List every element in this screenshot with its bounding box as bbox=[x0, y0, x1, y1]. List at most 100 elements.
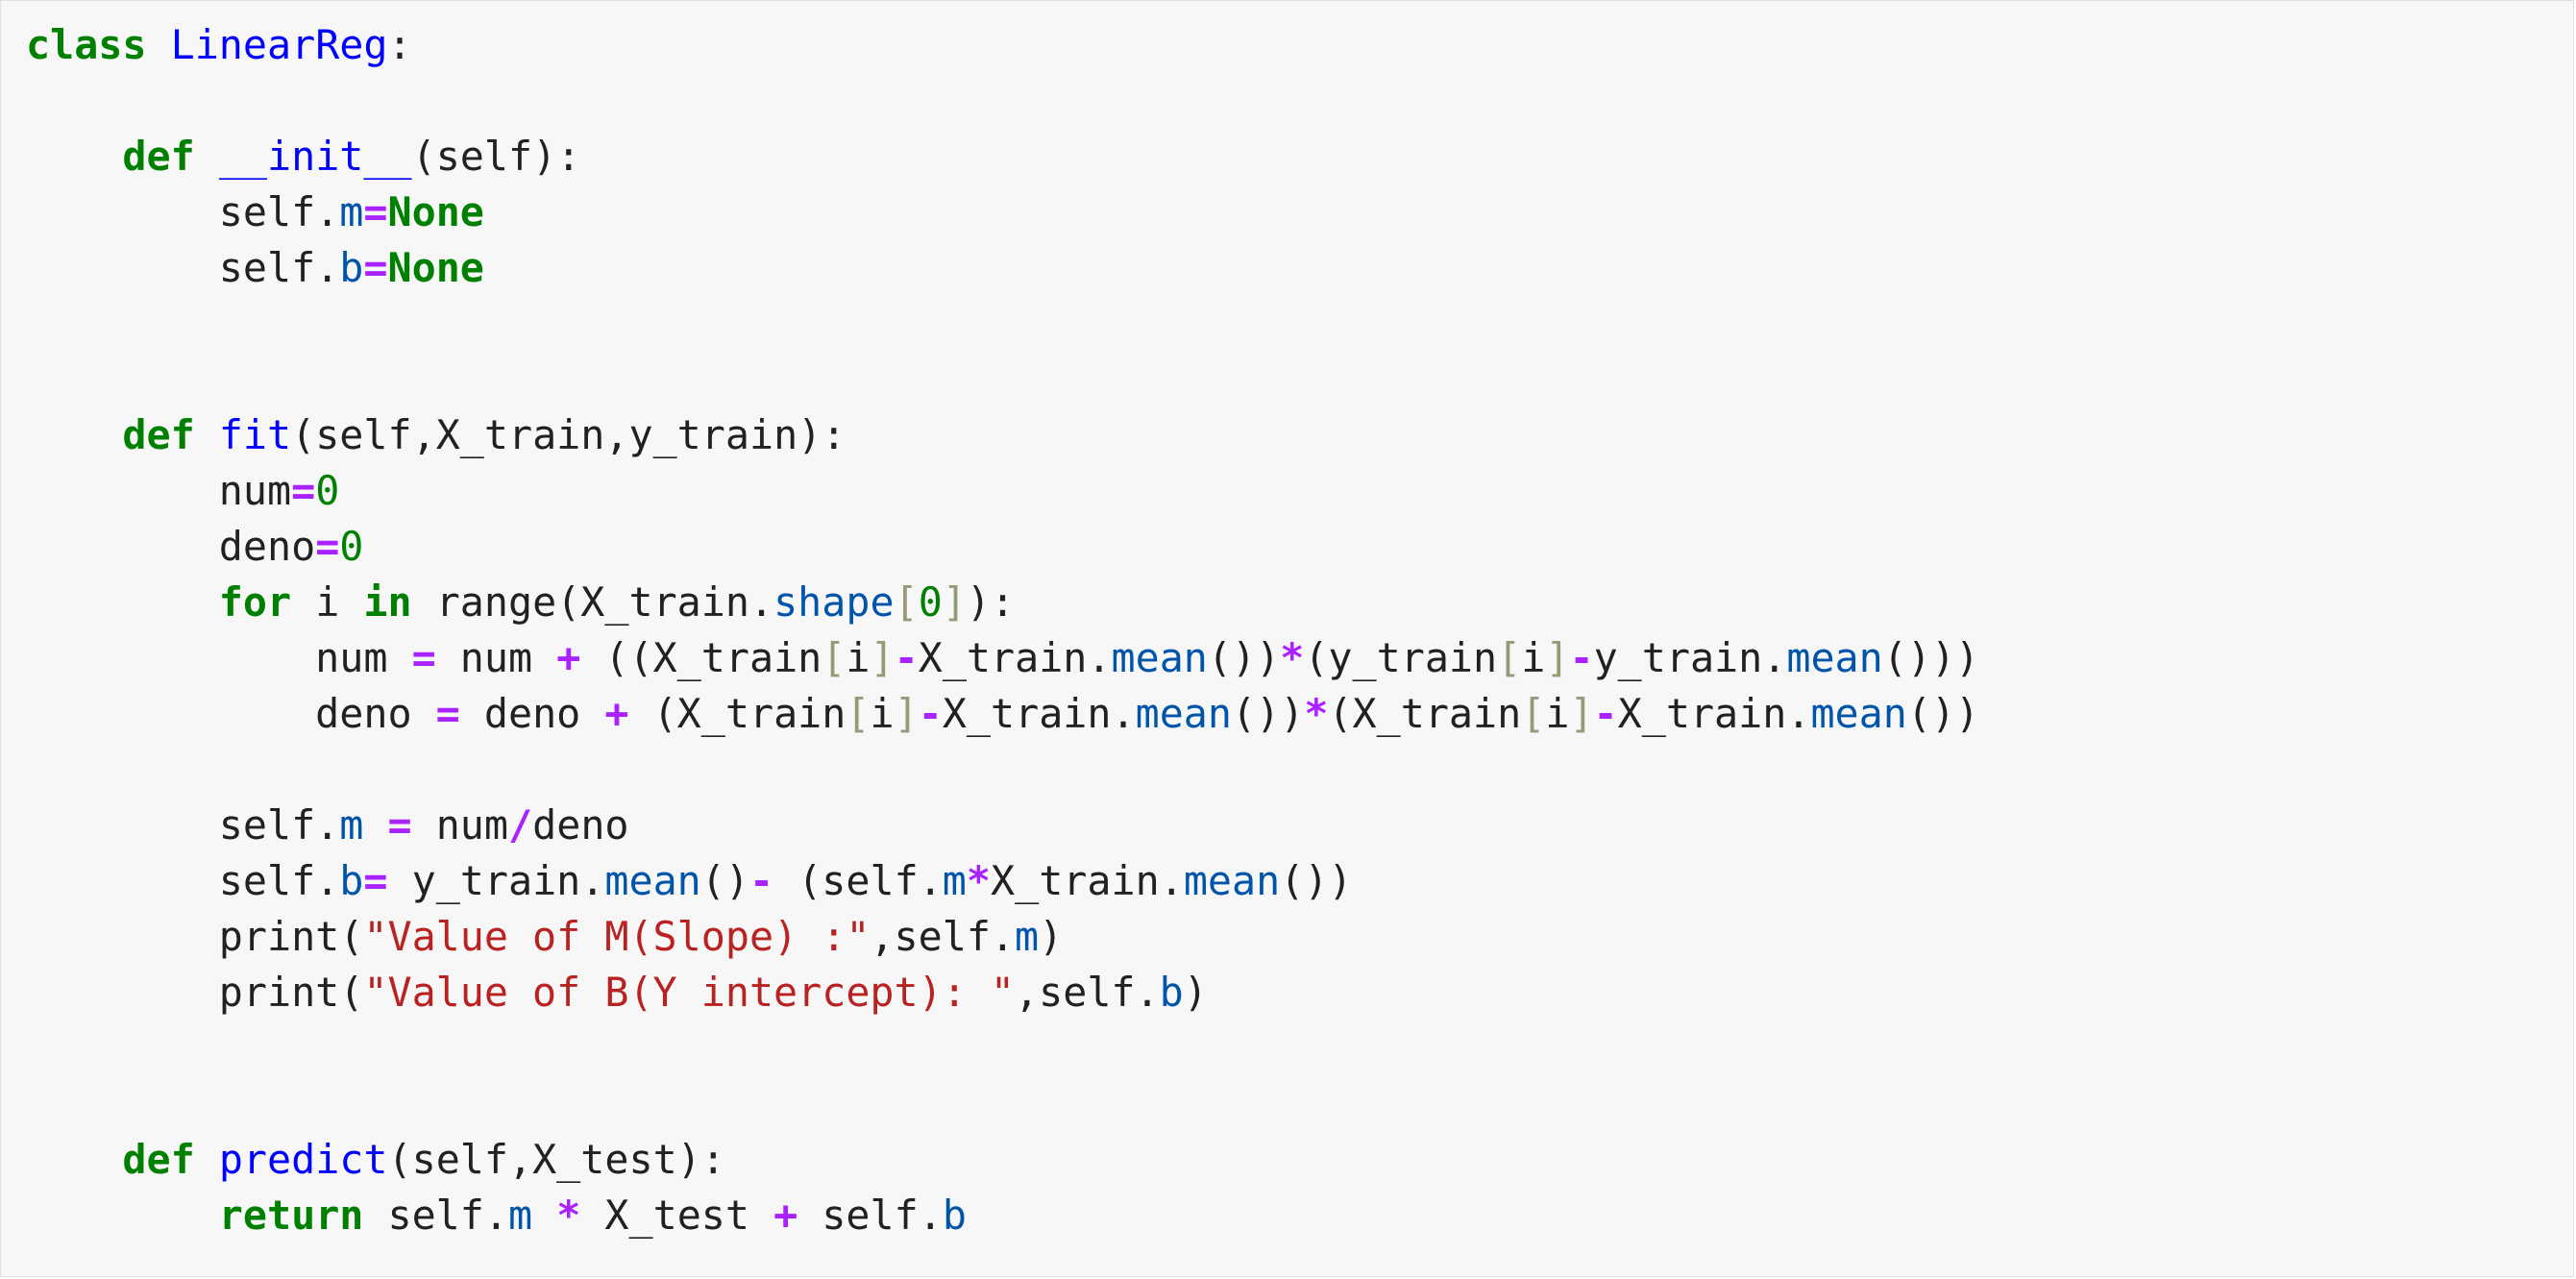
code-line: self.m = num/deno bbox=[26, 798, 1979, 853]
code-text: y_train. bbox=[387, 857, 605, 904]
code-text: X_test bbox=[580, 1192, 774, 1239]
code-line: num = num + ((X_train[i]-X_train.mean())… bbox=[26, 630, 1979, 686]
code-line: self.b=None bbox=[26, 240, 1979, 296]
code-text bbox=[26, 411, 122, 458]
keyword: return bbox=[218, 1192, 364, 1239]
code-text: (X_train bbox=[628, 690, 846, 737]
code-line bbox=[26, 1076, 1979, 1132]
code-text: y_train. bbox=[1593, 634, 1787, 681]
bracket: [ bbox=[822, 634, 846, 681]
operator: + bbox=[604, 690, 629, 737]
code-text: num bbox=[435, 634, 557, 681]
code-text bbox=[532, 1192, 556, 1239]
code-text: X_train. bbox=[991, 857, 1184, 904]
code-editor[interactable]: class LinearReg: def __init__(self): sel… bbox=[26, 17, 1979, 1243]
code-text: print( bbox=[26, 913, 364, 960]
code-text: range(X_train. bbox=[411, 578, 774, 626]
code-line: self.m=None bbox=[26, 184, 1979, 240]
code-text bbox=[195, 133, 219, 180]
code-line: def __init__(self): bbox=[26, 129, 1979, 184]
operator: * bbox=[1304, 690, 1329, 737]
code-text: self. bbox=[26, 188, 340, 235]
code-text bbox=[26, 1192, 219, 1239]
attribute: mean bbox=[1786, 634, 1883, 681]
code-text: i bbox=[870, 690, 895, 737]
attribute: shape bbox=[773, 578, 895, 626]
code-text: self. bbox=[363, 1192, 508, 1239]
code-text: (X_train bbox=[1328, 690, 1522, 737]
operator: - bbox=[918, 690, 943, 737]
operator: - bbox=[894, 634, 919, 681]
attribute: b bbox=[339, 244, 364, 291]
operator: = bbox=[315, 523, 340, 570]
code-line bbox=[26, 352, 1979, 407]
code-text: ,self. bbox=[870, 913, 1016, 960]
code-text: ): bbox=[966, 578, 1016, 626]
code-line: class LinearReg: bbox=[26, 17, 1979, 73]
definition-name: fit bbox=[218, 411, 292, 458]
code-line bbox=[26, 1021, 1979, 1076]
attribute: mean bbox=[1810, 690, 1907, 737]
code-text: (self. bbox=[773, 857, 943, 904]
code-line: deno=0 bbox=[26, 519, 1979, 575]
code-text: ((X_train bbox=[580, 634, 822, 681]
definition-name: LinearReg bbox=[170, 21, 388, 68]
operator: - bbox=[1593, 690, 1618, 737]
keyword: for bbox=[218, 578, 292, 626]
bracket: ] bbox=[1569, 690, 1594, 737]
operator: = bbox=[363, 244, 388, 291]
code-text bbox=[195, 411, 219, 458]
code-text bbox=[26, 1136, 122, 1183]
keyword: def bbox=[122, 411, 195, 458]
definition-name: predict bbox=[218, 1136, 388, 1183]
code-line: self.b= y_train.mean()- (self.m*X_train.… bbox=[26, 853, 1979, 909]
code-line: print("Value of M(Slope) :",self.m) bbox=[26, 909, 1979, 965]
operator: - bbox=[1569, 634, 1594, 681]
attribute: b bbox=[942, 1192, 967, 1239]
code-text: deno bbox=[459, 690, 605, 737]
code-text: num bbox=[26, 634, 412, 681]
code-text: i bbox=[846, 634, 871, 681]
operator: = bbox=[387, 801, 412, 849]
code-text: X_train. bbox=[1617, 690, 1811, 737]
code-text: ()) bbox=[1280, 857, 1353, 904]
code-text bbox=[147, 21, 171, 68]
attribute: mean bbox=[1135, 690, 1233, 737]
operator: = bbox=[291, 467, 316, 514]
code-text: deno bbox=[26, 523, 316, 570]
code-text: X_train. bbox=[918, 634, 1112, 681]
string-literal: "Value of M(Slope) :" bbox=[363, 913, 871, 960]
code-line bbox=[26, 73, 1979, 129]
code-text: (self): bbox=[411, 133, 581, 180]
number-literal: 0 bbox=[339, 523, 364, 570]
code-text: () bbox=[700, 857, 749, 904]
operator: * bbox=[1280, 634, 1305, 681]
code-line: def predict(self,X_test): bbox=[26, 1132, 1979, 1188]
operator: + bbox=[556, 634, 581, 681]
code-text: print( bbox=[26, 969, 364, 1016]
code-text: ()) bbox=[1207, 634, 1281, 681]
attribute: mean bbox=[1183, 857, 1281, 904]
code-text: deno bbox=[26, 690, 436, 737]
code-line: deno = deno + (X_train[i]-X_train.mean()… bbox=[26, 686, 1979, 742]
code-text: self. bbox=[26, 857, 340, 904]
code-text: num bbox=[26, 467, 292, 514]
code-text: i bbox=[1545, 690, 1570, 737]
code-text: ,self. bbox=[1015, 969, 1160, 1016]
code-text: : bbox=[387, 21, 412, 68]
code-text bbox=[26, 133, 122, 180]
code-text: deno bbox=[532, 801, 629, 849]
operator: * bbox=[556, 1192, 581, 1239]
keyword: None bbox=[387, 188, 484, 235]
code-text bbox=[363, 801, 387, 849]
code-text: num bbox=[411, 801, 509, 849]
attribute: m bbox=[942, 857, 967, 904]
keyword: class bbox=[26, 21, 147, 68]
keyword: def bbox=[122, 133, 195, 180]
number-literal: 0 bbox=[918, 578, 943, 626]
keyword: def bbox=[122, 1136, 195, 1183]
code-text: self. bbox=[26, 244, 340, 291]
attribute: m bbox=[507, 1192, 533, 1239]
code-text: ) bbox=[1183, 969, 1208, 1016]
